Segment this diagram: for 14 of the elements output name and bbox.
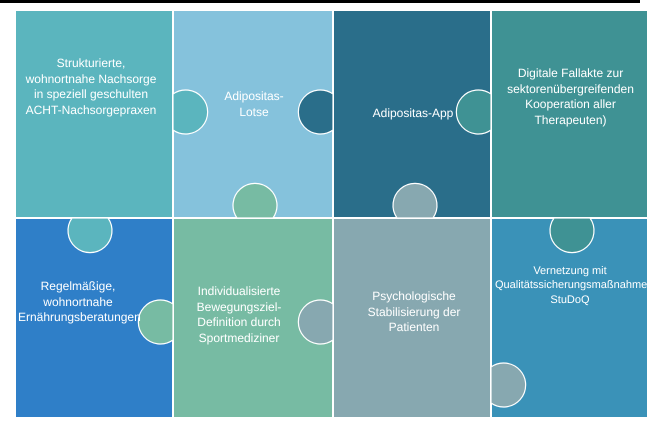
piece-text: Adipositas-Lotse	[223, 89, 285, 120]
puzzle-piece	[173, 218, 333, 418]
piece-text: Strukturierte, wohnortnahe Nachsorge in speziell geschulten ACHT-Nachsorgepraxen	[24, 56, 158, 118]
piece-text: Individualisierte Bewegungsziel-Definition durch Sportmediziner	[196, 284, 282, 346]
puzzle-piece	[333, 218, 491, 418]
puzzle-piece	[333, 10, 491, 218]
piece-text: Vernetzung mit Qualitätssicherungsmaßnahme StuDoQ	[495, 264, 645, 307]
puzzle-piece	[491, 218, 648, 418]
piece-text: Digitale Fallakte zur sektorenübergreifenden Kooperation aller Therapeuten)	[506, 66, 635, 128]
puzzle-piece	[491, 10, 648, 218]
piece-text: Adipositas-App	[372, 106, 454, 122]
piece-text: Psychologische Stabilisierung der Patienten	[366, 289, 462, 336]
puzzle-piece	[15, 218, 173, 418]
puzzle-piece	[15, 10, 173, 218]
